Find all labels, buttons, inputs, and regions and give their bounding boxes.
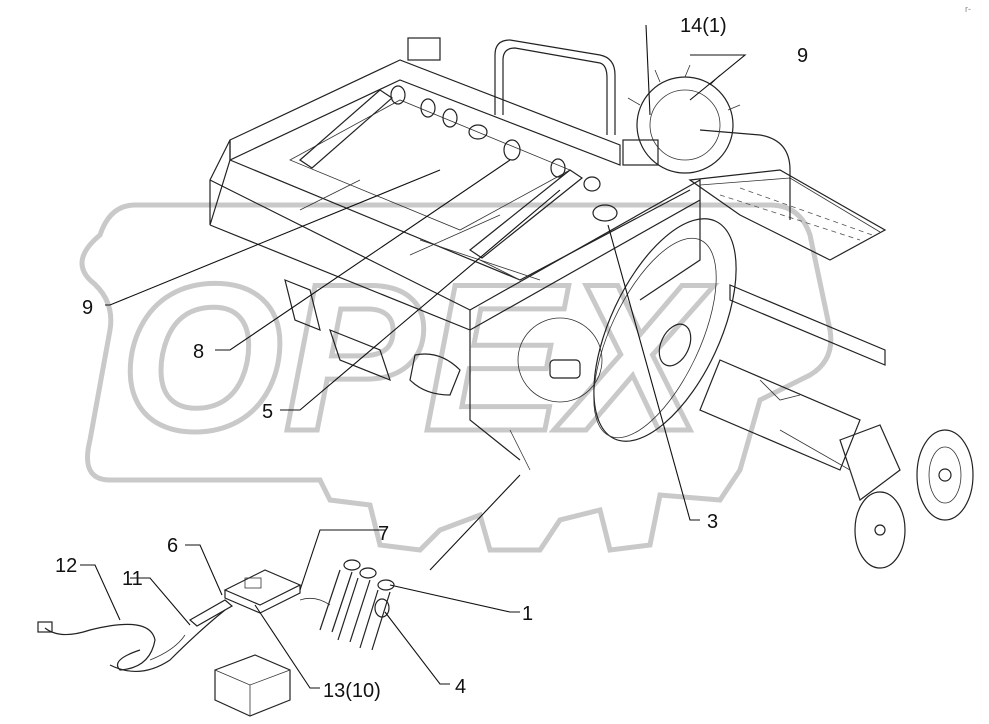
callout-labels: 14(1) 9 9 8 5 3 7 6 12 11 1 4 13(10) — [55, 15, 808, 702]
leader-4 — [384, 611, 450, 685]
leader-9-left — [105, 169, 441, 306]
lower-brackets — [284, 279, 531, 471]
control-box — [214, 569, 302, 717]
callout-13-10: 13(10) — [323, 680, 381, 702]
callout-9-left: 9 — [82, 297, 93, 319]
leader-12 — [80, 564, 121, 621]
sensor-tubes — [299, 559, 395, 651]
callout-9-top: 9 — [797, 45, 808, 67]
cables — [37, 599, 234, 673]
watermark-text: OPEX — [120, 240, 714, 475]
sensor-rings — [390, 37, 659, 222]
leader-lines — [80, 24, 747, 689]
leader-assembly — [429, 474, 521, 571]
watermark-gear-outline — [79, 202, 834, 553]
large-disc — [517, 218, 737, 442]
leader-5 — [280, 189, 561, 411]
callout-6: 6 — [167, 535, 178, 557]
leader-3 — [607, 224, 700, 521]
leader-7 — [299, 529, 385, 591]
callout-1: 1 — [522, 603, 533, 625]
leader-9-top — [689, 54, 747, 101]
callout-4: 4 — [455, 676, 466, 698]
callout-12: 12 — [55, 555, 77, 577]
ground-wheels — [779, 424, 974, 569]
callout-11: 11 — [122, 568, 143, 590]
callout-8: 8 — [193, 341, 204, 363]
corner-mark: r- — [965, 4, 971, 14]
callout-14-1: 14(1) — [680, 15, 727, 37]
leader-13-10 — [254, 604, 320, 689]
o-ring-part — [374, 598, 390, 618]
leader-14-1 — [645, 24, 651, 116]
star-wheel — [627, 64, 741, 174]
callout-3: 3 — [707, 511, 718, 533]
callout-7: 7 — [378, 523, 389, 545]
leader-8 — [215, 159, 511, 351]
callout-5: 5 — [262, 401, 273, 423]
leader-6 — [185, 544, 223, 596]
leader-11 — [130, 577, 191, 626]
leader-1 — [389, 584, 520, 613]
